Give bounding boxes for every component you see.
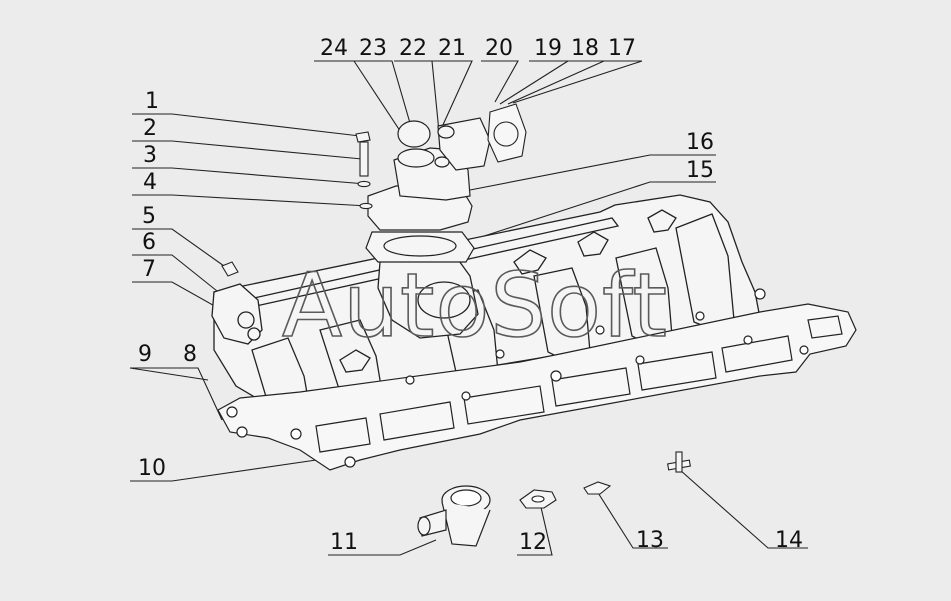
manifold-gasket: [217, 288, 857, 471]
gasket-13: [583, 481, 612, 495]
gasket-12: [519, 489, 557, 509]
callout-3: 3: [143, 143, 157, 168]
callout-4: 4: [143, 170, 157, 195]
callout-7: 7: [142, 257, 156, 282]
callout-14: 14: [775, 528, 803, 553]
callout-8: 8: [183, 342, 197, 367]
callout-labels: 1 2 3 4 5 6 7 8 9 10 11 12 13 14 15 16 1…: [138, 36, 803, 555]
callout-11: 11: [330, 530, 358, 555]
callout-10: 10: [138, 456, 166, 481]
callout-12: 12: [519, 530, 547, 555]
callout-2: 2: [143, 116, 157, 141]
outlet-elbow: [365, 117, 491, 263]
callout-6: 6: [142, 230, 156, 255]
callout-15: 15: [686, 158, 714, 183]
watermark-text: AutoSoft: [282, 254, 668, 357]
flange-gasket: [487, 103, 527, 163]
thermostat-housing: [417, 485, 491, 547]
callout-23: 23: [359, 36, 387, 61]
bolt-stack: [221, 131, 373, 277]
callout-22: 22: [399, 36, 427, 61]
callout-5: 5: [142, 204, 156, 229]
callout-21: 21: [438, 36, 466, 61]
callout-19: 19: [534, 36, 562, 61]
tee-fitting: [667, 451, 691, 473]
callout-16: 16: [686, 130, 714, 155]
callout-17: 17: [608, 36, 636, 61]
leader-lines: [129, 60, 808, 556]
callout-13: 13: [636, 528, 664, 553]
callout-20: 20: [485, 36, 513, 61]
callout-24: 24: [320, 36, 348, 61]
callout-9: 9: [138, 342, 152, 367]
callout-1: 1: [145, 89, 159, 114]
callout-18: 18: [571, 36, 599, 61]
